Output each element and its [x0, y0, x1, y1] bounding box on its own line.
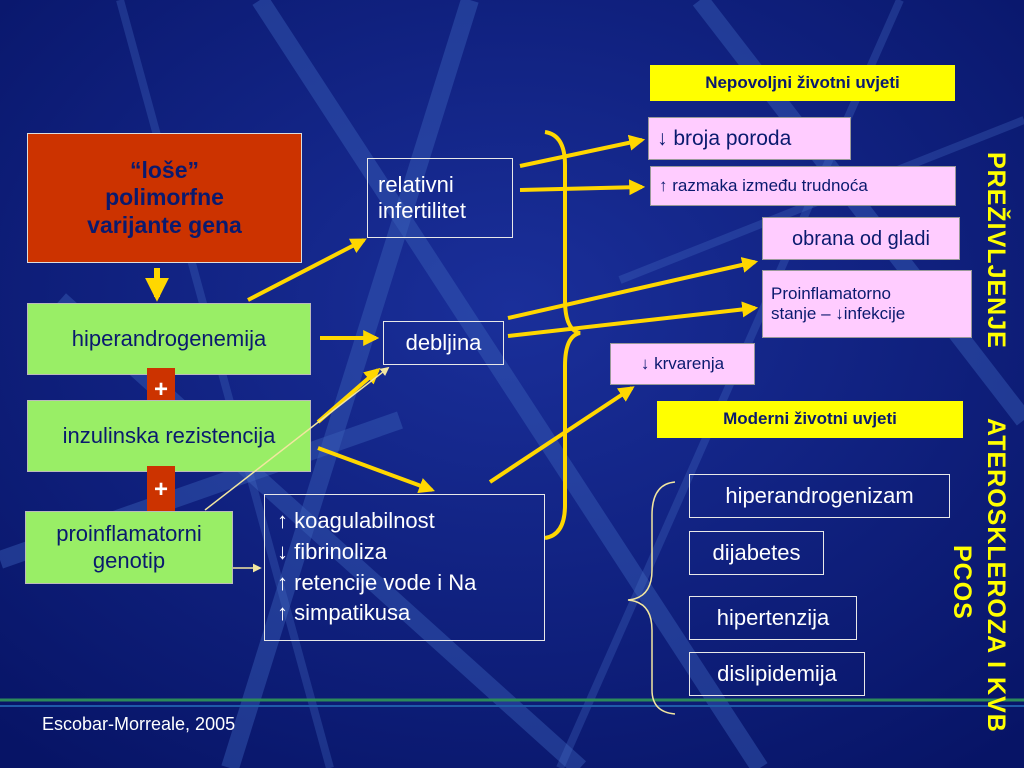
- plus-badge-1-label: +: [153, 375, 168, 403]
- less-bleeding-box: ↓ krvarenja: [610, 343, 755, 385]
- relative-infertility-line1: relativni: [378, 171, 454, 197]
- hyperandrogenemia-label: hiperandrogenemija: [71, 325, 267, 351]
- bad-gene-variants-line3: varijante gena: [87, 211, 242, 238]
- relative-infertility-box: relativni infertilitet: [367, 158, 513, 238]
- dyslipidemia-box: dislipidemija: [689, 652, 865, 696]
- sympathetic-line: ↑ simpatikusa: [277, 600, 411, 626]
- proinflammatory-genotype-box: proinflamatorni genotip: [25, 511, 233, 584]
- obesity-box: debljina: [383, 321, 504, 365]
- coagulability-line: ↑ koagulabilnost: [277, 507, 435, 533]
- insulin-resistance-box: inzulinska rezistencija: [27, 400, 311, 472]
- hypertension-label: hipertenzija: [716, 604, 830, 630]
- hypertension-box: hipertenzija: [689, 596, 857, 640]
- hyperandrogenism-box: hiperandrogenizam: [689, 474, 950, 518]
- relative-infertility-line2: infertilitet: [378, 198, 467, 223]
- survival-vertical-label: PREŽIVLJENJE: [982, 152, 1010, 349]
- fewer-births-label: ↓ broja poroda: [657, 126, 792, 150]
- unfavorable-conditions-label: Nepovoljni životni uvjeti: [705, 72, 900, 92]
- bad-gene-variants-line1: “loše”: [129, 156, 200, 183]
- diabetes-label: dijabetes: [712, 539, 801, 565]
- obesity-label: debljina: [405, 329, 482, 355]
- bad-gene-variants-line2: polimorfne: [105, 184, 224, 211]
- plus-badge-2: +: [147, 466, 175, 514]
- water-sodium-retention-line: ↑ retencije vode i Na: [277, 569, 477, 595]
- pregnancy-interval-box: ↑ razmaka između trudnoća: [650, 166, 956, 206]
- pregnancy-interval-label: ↑ razmaka između trudnoća: [659, 175, 868, 195]
- modern-conditions-header: Moderni životni uvjeti: [657, 401, 963, 438]
- atherosclerosis-vertical-label: ATEROSKLEROZA I KVB: [982, 418, 1010, 733]
- famine-defense-label: obrana od gladi: [792, 227, 930, 250]
- hyperandrogenism-label: hiperandrogenizam: [725, 482, 914, 508]
- insulin-resistance-label: inzulinska rezistencija: [62, 422, 276, 448]
- unfavorable-conditions-header: Nepovoljni životni uvjeti: [650, 65, 955, 101]
- citation: Escobar-Morreale, 2005: [42, 714, 236, 734]
- proinflammatory-genotype-line1: proinflamatorni: [56, 521, 202, 547]
- fibrinolysis-line: ↓ fibrinoliza: [277, 538, 388, 564]
- bad-gene-variants-box: “loše” polimorfne varijante gena: [27, 133, 302, 263]
- proinflammatory-state-box: Proinflamatorno stanje – ↓infekcije: [762, 270, 972, 338]
- coagulation-effects-box: ↑ koagulabilnost ↓ fibrinoliza ↑ retenci…: [264, 494, 545, 641]
- dyslipidemia-label: dislipidemija: [717, 660, 837, 686]
- modern-conditions-label: Moderni životni uvjeti: [723, 409, 897, 429]
- plus-badge-2-label: +: [153, 475, 168, 503]
- proinflammatory-state-line1: Proinflamatorno: [771, 283, 892, 303]
- less-bleeding-label: ↓ krvarenja: [640, 353, 725, 373]
- proinflammatory-genotype-line2: genotip: [92, 547, 166, 573]
- hyperandrogenemia-box: hiperandrogenemija: [27, 303, 311, 375]
- famine-defense-box: obrana od gladi: [762, 217, 960, 260]
- fewer-births-box: ↓ broja poroda: [648, 117, 851, 160]
- proinflammatory-state-line2: stanje – ↓infekcije: [771, 304, 906, 323]
- pcos-vertical-label: PCOS: [948, 545, 976, 620]
- diabetes-box: dijabetes: [689, 531, 824, 575]
